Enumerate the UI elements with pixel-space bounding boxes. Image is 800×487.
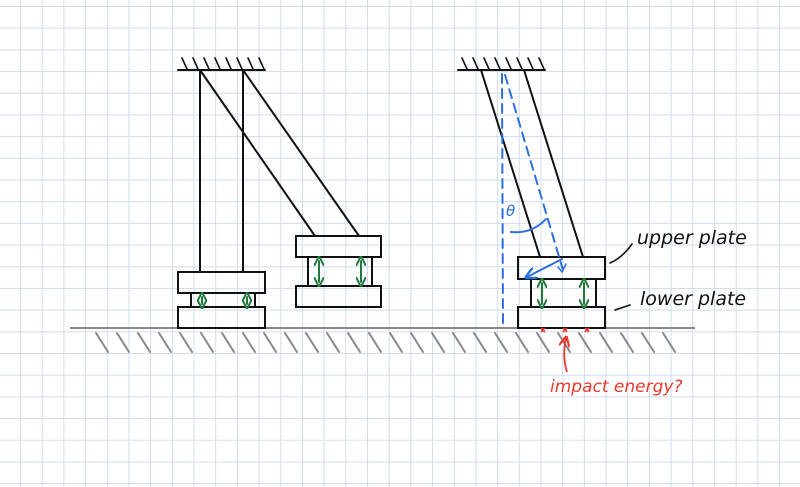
upper-plate-leader [609, 243, 633, 264]
hatch-stroke [179, 332, 193, 353]
hatch-stroke [347, 332, 361, 353]
angle-arc [510, 218, 547, 234]
string [199, 69, 316, 237]
spacer [190, 292, 256, 308]
upper-plate [177, 271, 266, 294]
upper-plate-label: upper plate [637, 227, 747, 249]
spacer [530, 278, 597, 308]
hatch-stroke [641, 332, 655, 353]
hatch-stroke [158, 332, 172, 353]
string [480, 69, 541, 258]
impact-arrow [564, 338, 567, 373]
lower-plate [517, 306, 606, 329]
hatch-stroke [203, 57, 210, 70]
hatch-stroke [536, 332, 550, 353]
hatch-stroke [214, 57, 221, 70]
lower-plate [177, 306, 266, 329]
impact-energy-label: impact energy? [550, 377, 682, 397]
hatch-stroke [95, 332, 109, 353]
hatch-stroke [620, 332, 634, 353]
lower-plate-leader [614, 304, 631, 311]
ground-hatching [95, 332, 676, 353]
hatch-stroke [368, 332, 382, 353]
hatch-stroke [472, 57, 479, 70]
hatch-stroke [247, 57, 254, 70]
hatch-stroke [242, 332, 256, 353]
hatch-stroke [516, 57, 523, 70]
hatch-stroke [483, 57, 490, 70]
hatch-stroke [494, 57, 501, 70]
hatch-stroke [662, 332, 676, 353]
hatch-stroke [258, 57, 265, 70]
hatch-stroke [181, 57, 188, 70]
hatch-stroke [431, 332, 445, 353]
hatch-stroke [225, 57, 232, 70]
lower-plate [295, 285, 382, 308]
hatch-stroke [221, 332, 235, 353]
hatch-stroke [538, 57, 545, 70]
hatch-stroke [527, 57, 534, 70]
upper-plate [295, 235, 382, 258]
lower-plate-label: lower plate [640, 288, 746, 310]
theta-label: θ [506, 202, 515, 220]
hatch-stroke [578, 332, 592, 353]
pendulum-swung [199, 69, 382, 308]
inclined-reference-line [504, 74, 564, 271]
hatch-stroke [116, 332, 130, 353]
hatch-stroke [200, 332, 214, 353]
hatch-stroke [137, 332, 151, 353]
hatch-stroke [410, 332, 424, 353]
hatch-stroke [473, 332, 487, 353]
hatch-stroke [599, 332, 613, 353]
hatch-stroke [494, 332, 508, 353]
displacement-arrow [527, 258, 563, 277]
hatch-stroke [452, 332, 466, 353]
pendulum-impact [480, 69, 606, 329]
impact-points [540, 327, 590, 333]
hatch-stroke [192, 57, 199, 70]
hatch-stroke [236, 57, 243, 70]
string [523, 69, 584, 258]
ceiling-support-right [457, 57, 546, 71]
hatch-stroke [305, 332, 319, 353]
hatch-stroke [389, 332, 403, 353]
hatch-stroke [515, 332, 529, 353]
angle-annotation: θ [501, 73, 567, 327]
string [242, 69, 360, 237]
ceiling-support-left [177, 57, 266, 71]
hatch-stroke [284, 332, 298, 353]
hatch-stroke [505, 57, 512, 70]
hatch-stroke [326, 332, 340, 353]
hatch-stroke [461, 57, 468, 70]
spacer [307, 256, 373, 287]
hatch-stroke [263, 332, 277, 353]
vertical-reference-line [501, 73, 504, 327]
pendulum-rest [177, 69, 266, 329]
